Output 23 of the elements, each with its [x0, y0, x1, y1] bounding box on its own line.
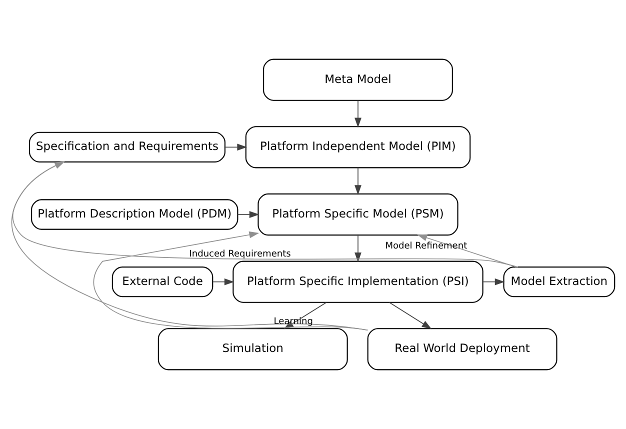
arrow	[482, 278, 505, 286]
node-box: Platform Specific Implementation (PSI)	[232, 260, 484, 303]
arrow	[354, 234, 362, 262]
arrow	[212, 278, 234, 286]
node-box: Real World Deployment	[367, 328, 558, 370]
arrow	[354, 100, 362, 128]
node-box: Simulation	[158, 328, 348, 370]
arrow	[224, 144, 248, 151]
node-box: Specification and Requirements	[28, 132, 226, 162]
arrow	[388, 302, 432, 330]
node-box: Platform Description Model (PDM)	[31, 199, 238, 230]
arrow	[237, 211, 260, 218]
arrow	[12, 162, 518, 268]
edge-label: Induced Requirements	[189, 250, 291, 260]
arrow	[417, 234, 517, 268]
arrow	[354, 167, 362, 195]
node-box: Model Extraction	[503, 266, 616, 298]
node-box: Platform Specific Model (PSM)	[258, 193, 458, 236]
node-box: Platform Independent Model (PIM)	[245, 126, 471, 168]
node-box: External Code	[112, 266, 214, 298]
edge-label: Learning	[274, 317, 313, 328]
node-box: Meta Model	[263, 58, 453, 101]
edge-label: Model Refinement	[385, 241, 468, 252]
